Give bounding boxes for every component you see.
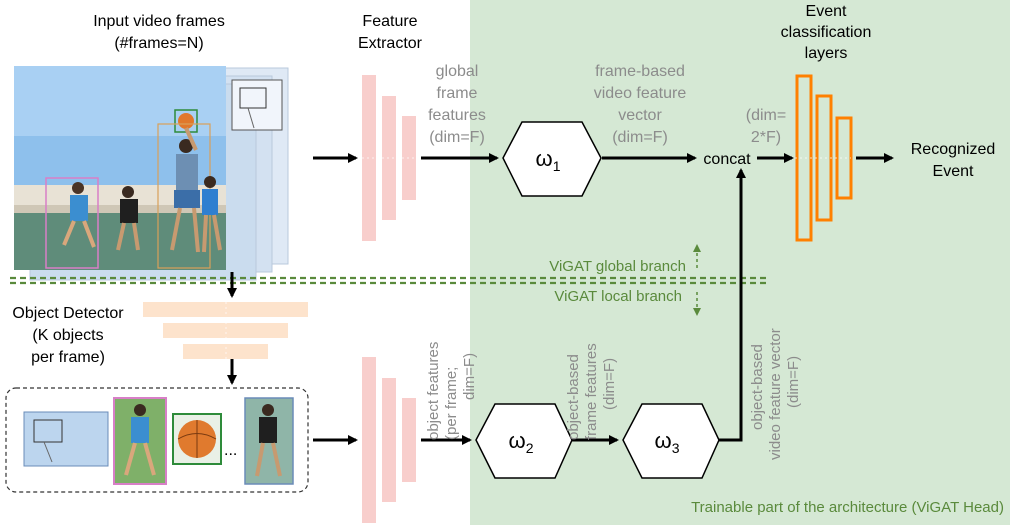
object-crops: ... [23, 397, 294, 485]
frame-vector-label-1: frame-based [595, 63, 685, 80]
global-branch-label: ViGAT global branch [549, 258, 686, 275]
player-icon [113, 397, 167, 485]
event-layers-title-1: Event [806, 3, 847, 20]
trainable-caption: Trainable part of the architecture (ViGA… [691, 499, 1004, 516]
dim2f-label-2: 2*F) [751, 129, 781, 146]
player-icon [244, 397, 294, 485]
object-frame-features-label-1: object-based [565, 354, 582, 440]
ellipsis-text: ... [224, 442, 237, 459]
basketball-hoop-icon [231, 79, 283, 131]
object-features-label-3: dim=F) [461, 353, 478, 400]
global-features-label-2: frame [437, 85, 478, 102]
global-features-label-4: (dim=F) [429, 129, 485, 146]
input-frames-title: Input video frames [93, 13, 225, 30]
feature-extractor-title: Feature [362, 13, 417, 30]
object-features-label-2: (per frame; [443, 367, 460, 440]
recognized-event-1: Recognized [911, 141, 996, 158]
event-classification-layers [790, 74, 853, 242]
arrow-omega3-to-concat [719, 168, 746, 442]
player-icon [45, 177, 99, 269]
input-frames-count: (#frames=N) [114, 35, 203, 52]
object-detector-layers [143, 302, 308, 359]
object-features-label-1: object features [425, 342, 442, 440]
global-features-label-1: global [436, 63, 479, 80]
recognized-event-2: Event [933, 163, 974, 180]
omega1-node [502, 121, 602, 197]
local-branch-label: ViGAT local branch [554, 288, 682, 305]
object-detector-title: Object Detector [12, 305, 124, 322]
omega2-node [475, 403, 573, 479]
object-frame-features-label-3: (dim=F) [601, 358, 618, 410]
object-video-vector-label-1: object-based [749, 344, 766, 430]
ball-icon [178, 113, 194, 129]
feature-extractor-bottom [362, 357, 416, 523]
frame-vector-label-2: video feature [594, 85, 687, 102]
object-video-vector-label-3: (dim=F) [785, 356, 802, 408]
omega3-node [622, 403, 720, 479]
frame-vector-label-3: vector [618, 107, 662, 124]
object-detector-sub-1: (K objects [32, 327, 103, 344]
object-video-vector-label-2: video feature vector [767, 328, 784, 460]
frame-vector-label-4: (dim=F) [612, 129, 668, 146]
event-layers-title-3: layers [805, 45, 848, 62]
global-features-label-3: features [428, 107, 486, 124]
ball-icon [172, 413, 222, 465]
dim2f-label-1: (dim= [746, 107, 786, 124]
object-crops-box [5, 387, 309, 493]
omega2-label: ω2 [509, 428, 534, 456]
object-frame-features-label-2: frame features [583, 343, 600, 440]
basketball-hoop-icon [23, 411, 109, 467]
omega1-label: ω1 [536, 146, 561, 174]
event-layers-title-2: classification [781, 24, 872, 41]
concat-label: concat [703, 151, 751, 168]
feature-extractor-subtitle: Extractor [358, 35, 423, 52]
omega3-label: ω3 [655, 428, 680, 456]
object-detector-sub-2: per frame) [31, 349, 105, 366]
feature-extractor-top [362, 75, 416, 241]
photo-frames-icon [14, 66, 289, 281]
